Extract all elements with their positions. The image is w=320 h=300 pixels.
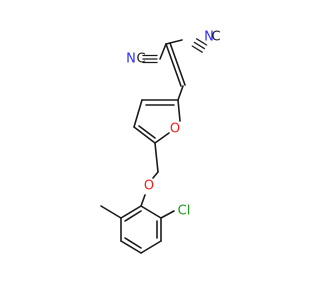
atom-labels: N C N C O O Cl — [126, 30, 220, 219]
atom-label-cl: Cl — [178, 204, 191, 219]
furan-ring — [133, 85, 184, 144]
phenyl-ring — [100, 205, 175, 254]
bond-central-to-nitrile-2 — [159, 43, 167, 60]
chloro-bond — [160, 210, 175, 219]
methyl-bond — [100, 205, 122, 219]
atom-label-o-ether: O — [144, 179, 154, 194]
furan-bond-o-c2 — [177, 99, 181, 122]
vinyl-double-bond-a — [165, 43, 182, 87]
atom-label-c-nitrile-2: C — [136, 52, 145, 67]
molecule-structure: N C N C O O Cl — [100, 29, 221, 254]
phenyl-bond-1-2-inner — [124, 210, 142, 222]
nitrile-1-triple-bond-b — [193, 41, 206, 50]
atom-label-c-nitrile-1: C — [211, 30, 220, 45]
dicyanovinyl-group — [142, 38, 208, 87]
furan-bond-c4-c5-inner — [138, 125, 156, 139]
atom-label-n-nitrile-2: N — [126, 52, 136, 67]
methylene-ether-linker — [140, 142, 159, 207]
furan-bond-c3-c4 — [133, 99, 143, 128]
bond-ch2-to-ether-o — [152, 171, 159, 179]
phenyl-bond-6-1 — [140, 205, 162, 219]
vinyl-double-bond-b — [169, 42, 186, 86]
nitrile-1-triple-bond-c — [191, 45, 203, 53]
phenyl-bond-3-4 — [120, 240, 142, 254]
furan-bond-c4-c5 — [133, 126, 156, 144]
bond-central-to-nitrile-1 — [165, 39, 183, 45]
phenyl-bond-4-5 — [140, 240, 162, 254]
bond-ether-o-to-phenyl — [140, 194, 146, 207]
phenyl-bond-1-2 — [120, 205, 142, 219]
atom-label-n-nitrile-1: N — [204, 30, 214, 45]
nitrile-1-triple-bond-a — [195, 38, 208, 46]
furan-bond-c5-o — [154, 132, 170, 144]
phenyl-bond-3-4-inner — [124, 237, 142, 249]
bond-c5-to-ch2 — [154, 142, 159, 173]
bond-vinyl-to-furan — [177, 85, 184, 101]
atom-label-o-furan: O — [170, 122, 180, 137]
